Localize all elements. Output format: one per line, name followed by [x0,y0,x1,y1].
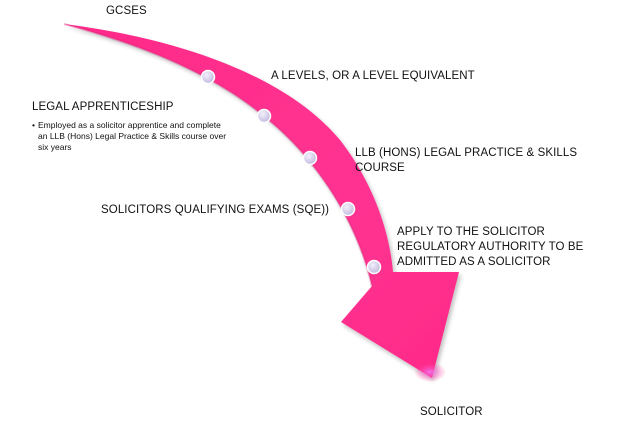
label-gcses: GCSES [106,5,147,17]
arrow-edge-shade [63,23,373,287]
step-dot-a-levels [200,69,216,85]
arrow-body [64,24,459,378]
label-a-levels: A LEVELS, OR A LEVEL EQUIVALENT [271,70,475,82]
step-dot-third [302,150,318,166]
label-solicitor: SOLICITOR [420,406,483,418]
label-legal-apprenticeship: LEGAL APPRENTICESHIP [32,101,174,113]
step-dot-llb [256,108,272,124]
label-apply: APPLY TO THE SOLICITOR REGULATORY AUTHOR… [397,226,584,268]
apprenticeship-bullet: Employed as a solicitor apprentice and c… [32,120,232,153]
apprenticeship-bullets: Employed as a solicitor apprentice and c… [32,120,232,153]
arrow-tip-glow [414,362,446,382]
label-sqe: SOLICITORS QUALIFYING EXAMS (SQE)) [101,204,330,216]
label-llb: LLB (HONS) LEGAL PRACTICE & SKILLS COURS… [355,147,578,174]
step-dot-apply [366,259,382,275]
step-dot-sqe [340,201,356,217]
step-dots [200,69,382,275]
